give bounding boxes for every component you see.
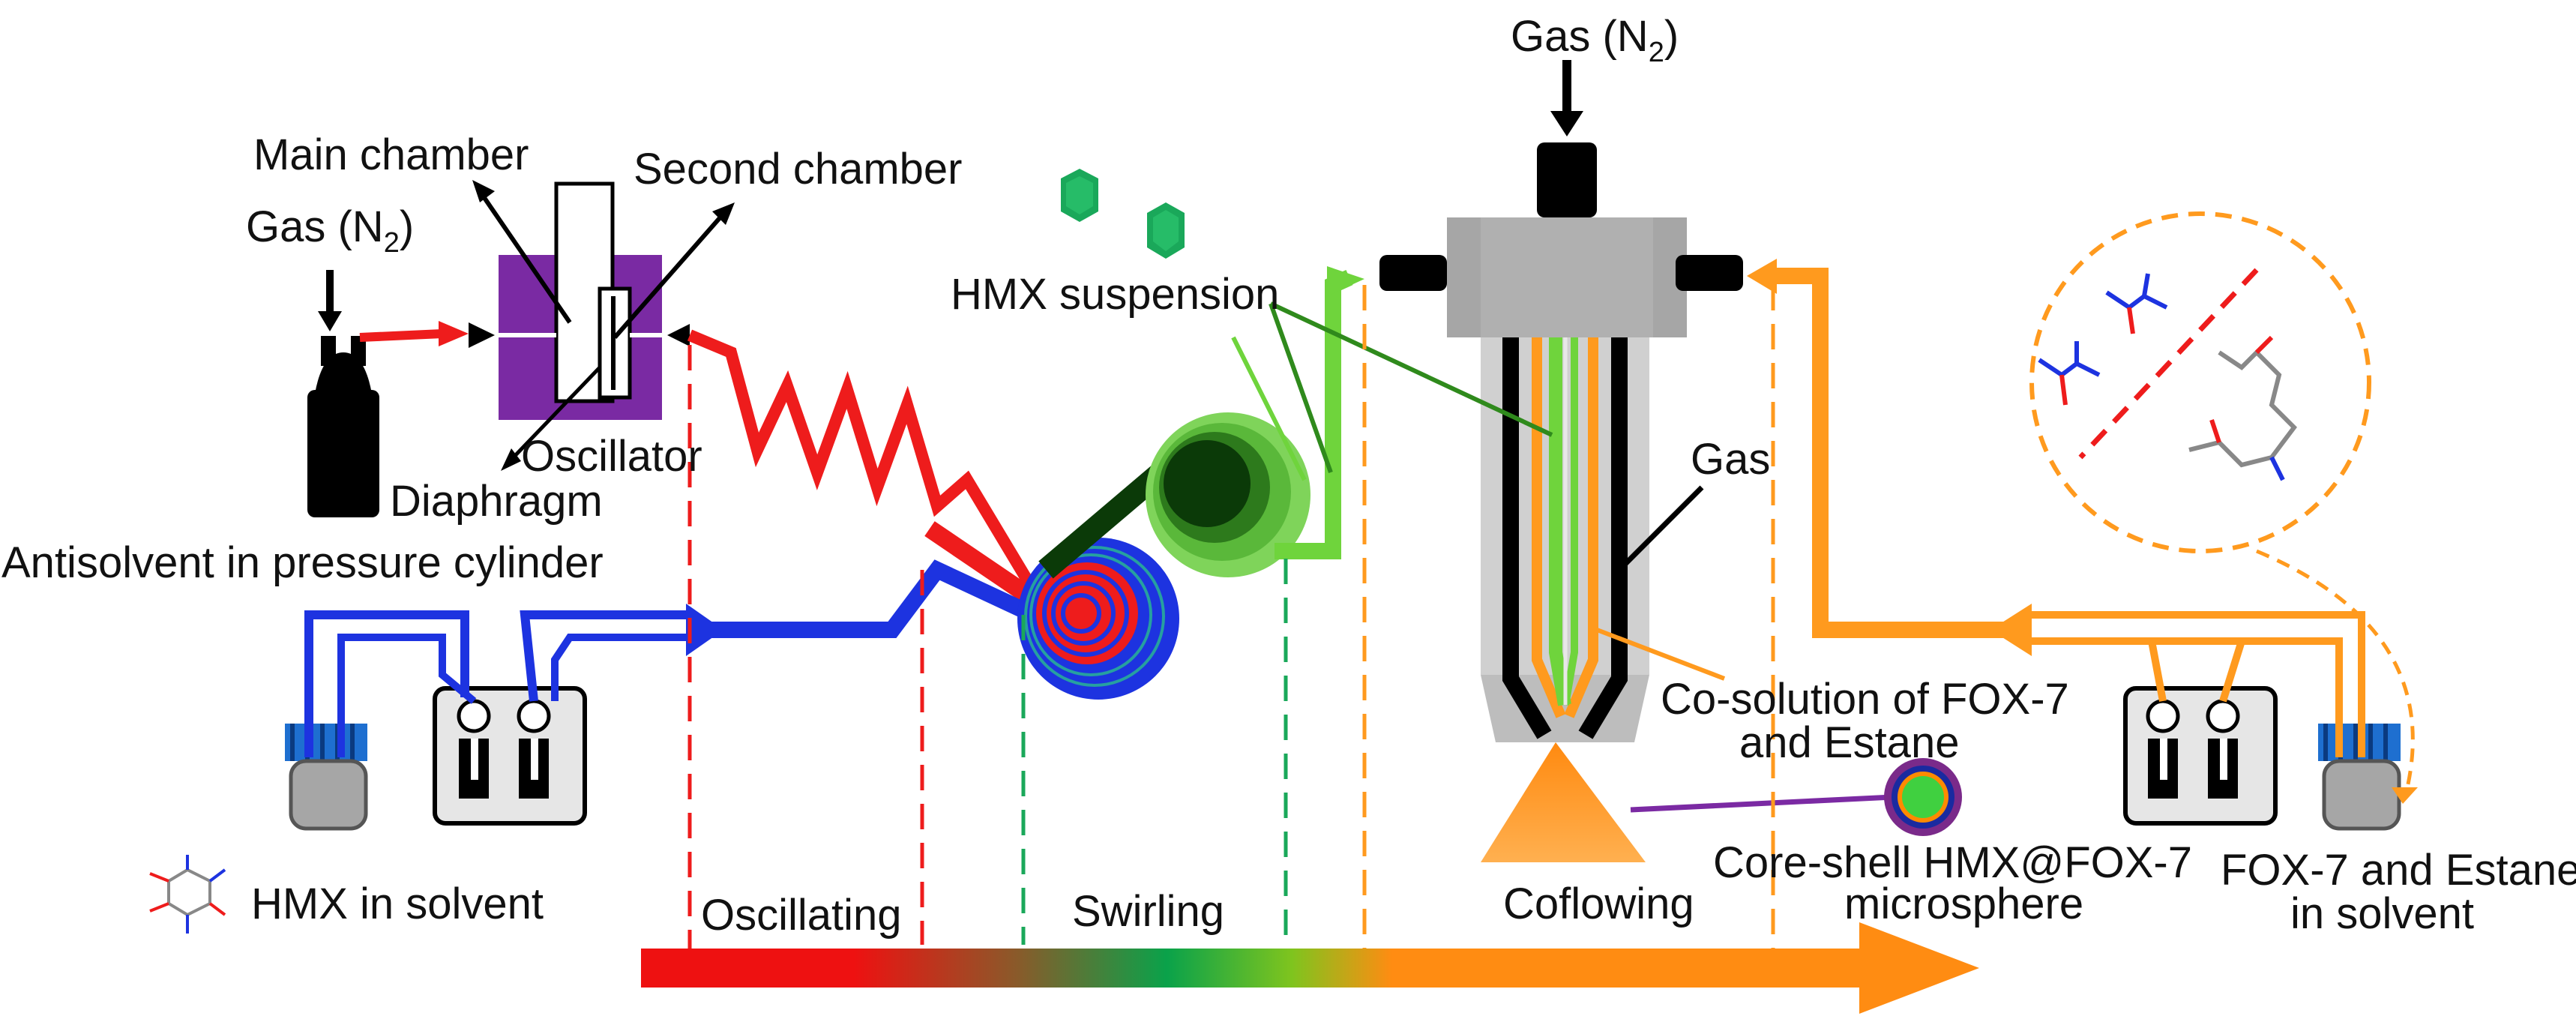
pump-icon-right bbox=[2123, 686, 2278, 826]
microsphere-icon bbox=[1884, 758, 1962, 836]
coreshell-label-line1: Core-shell HMX@FOX-7 bbox=[1713, 838, 2192, 887]
blue-antisolvent-line-d bbox=[551, 634, 690, 701]
blue-antisolvent-line-b bbox=[337, 634, 477, 757]
cosolution-label-line2: and Estane bbox=[1739, 718, 1959, 767]
green-swirl bbox=[1146, 412, 1310, 577]
main-chamber-label: Main chamber bbox=[253, 130, 529, 179]
swirling-stage-label: Swirling bbox=[1072, 887, 1224, 936]
gas-inlet-arrowhead bbox=[318, 311, 342, 331]
oscillator-device bbox=[499, 181, 662, 420]
hmx-suspension-pointer-b bbox=[1269, 302, 1333, 474]
hmx-in-solvent-label: HMX in solvent bbox=[251, 880, 544, 928]
orange-merge-arrowhead bbox=[1990, 604, 2032, 656]
second-chamber-pointer bbox=[613, 212, 726, 339]
hmx-suspension-label: HMX suspension bbox=[951, 270, 1279, 319]
n2-subscript-top: 2 bbox=[1649, 37, 1664, 68]
second-chamber-label: Second chamber bbox=[634, 145, 962, 193]
gas-cylinder-icon bbox=[307, 336, 379, 517]
orange-line-a bbox=[2024, 611, 2365, 757]
diaphragm-pointer-head bbox=[501, 448, 521, 471]
pump-icon bbox=[433, 686, 587, 826]
spray-cone bbox=[1481, 742, 1646, 862]
second-chamber-pointer-head bbox=[712, 202, 735, 225]
hmx-crystal-icon bbox=[1061, 169, 1185, 259]
stage-dividers bbox=[687, 285, 1775, 952]
oscillating-stage-label: Oscillating bbox=[701, 891, 902, 940]
coflowing-stage-label: Coflowing bbox=[1503, 880, 1694, 928]
red-thick-segment bbox=[924, 521, 1040, 607]
blue-antisolvent-line-c bbox=[520, 610, 690, 702]
stage-progress-arrow bbox=[641, 922, 1979, 1014]
molecule-inset-circle bbox=[2029, 211, 2371, 553]
hmx-suspension-pointer-a bbox=[1269, 301, 1553, 437]
orange-fox7-channel bbox=[1769, 268, 2024, 638]
red-oscillating-channel bbox=[687, 329, 1040, 596]
orange-line-d bbox=[2219, 640, 2245, 703]
gas-n2-top-label: Gas (N2) bbox=[1511, 12, 1679, 68]
hmx-molecule-icon bbox=[149, 855, 226, 934]
gas-label: Gas bbox=[1691, 435, 1770, 484]
green-channel-arrowhead bbox=[1327, 266, 1364, 296]
oscillator-label: Oscillator bbox=[521, 432, 702, 481]
green-thin-line-a bbox=[1231, 336, 1307, 481]
fox7-label-line2: in solvent bbox=[2290, 889, 2474, 938]
oscillator-inlet-arrowhead bbox=[469, 322, 495, 348]
gas-red-arrowhead bbox=[439, 321, 469, 346]
diaphragm-pointer bbox=[508, 366, 601, 463]
orange-channel-arrowhead bbox=[1747, 259, 1777, 294]
blue-merge-arrowhead bbox=[686, 604, 723, 656]
cosolution-pointer bbox=[1592, 626, 1726, 681]
n2-subscript: 2 bbox=[384, 227, 400, 259]
nozzle-icon bbox=[1379, 142, 1743, 742]
solvent-bottle-icon bbox=[285, 724, 368, 831]
molecule-inset-connector-head bbox=[2392, 787, 2418, 804]
molecule-inset-divider bbox=[2078, 268, 2259, 460]
molecule-icon bbox=[2038, 273, 2297, 481]
fox7-label-line1: FOX-7 and Estane bbox=[2221, 846, 2576, 895]
main-chamber-pointer bbox=[478, 190, 572, 324]
diaphragm-label: Diaphragm bbox=[390, 477, 603, 526]
gas-top-arrowhead bbox=[1550, 111, 1583, 136]
gas-n2-left-label: Gas (N2) bbox=[246, 202, 414, 259]
molecule-inset-connector bbox=[2256, 549, 2415, 792]
antisolvent-label: Antisolvent in pressure cylinder bbox=[1, 538, 604, 587]
orange-line-c bbox=[2148, 640, 2167, 702]
orange-line-b bbox=[2024, 637, 2343, 757]
main-chamber-pointer-head bbox=[472, 180, 495, 202]
gas-pointer bbox=[1617, 485, 1704, 572]
oscillator-outlet-arrowhead bbox=[667, 324, 690, 346]
coreshell-label-line2: microsphere bbox=[1844, 880, 2083, 928]
blue-antisolvent-line-a bbox=[304, 610, 469, 757]
cosolution-label-line1: Co-solution of FOX-7 bbox=[1661, 675, 2069, 724]
blue-main-channel bbox=[690, 559, 1053, 638]
swirl-mixer bbox=[1017, 538, 1179, 700]
microsphere-pointer bbox=[1630, 794, 1894, 813]
gas-to-oscillator-red-line bbox=[359, 329, 443, 342]
